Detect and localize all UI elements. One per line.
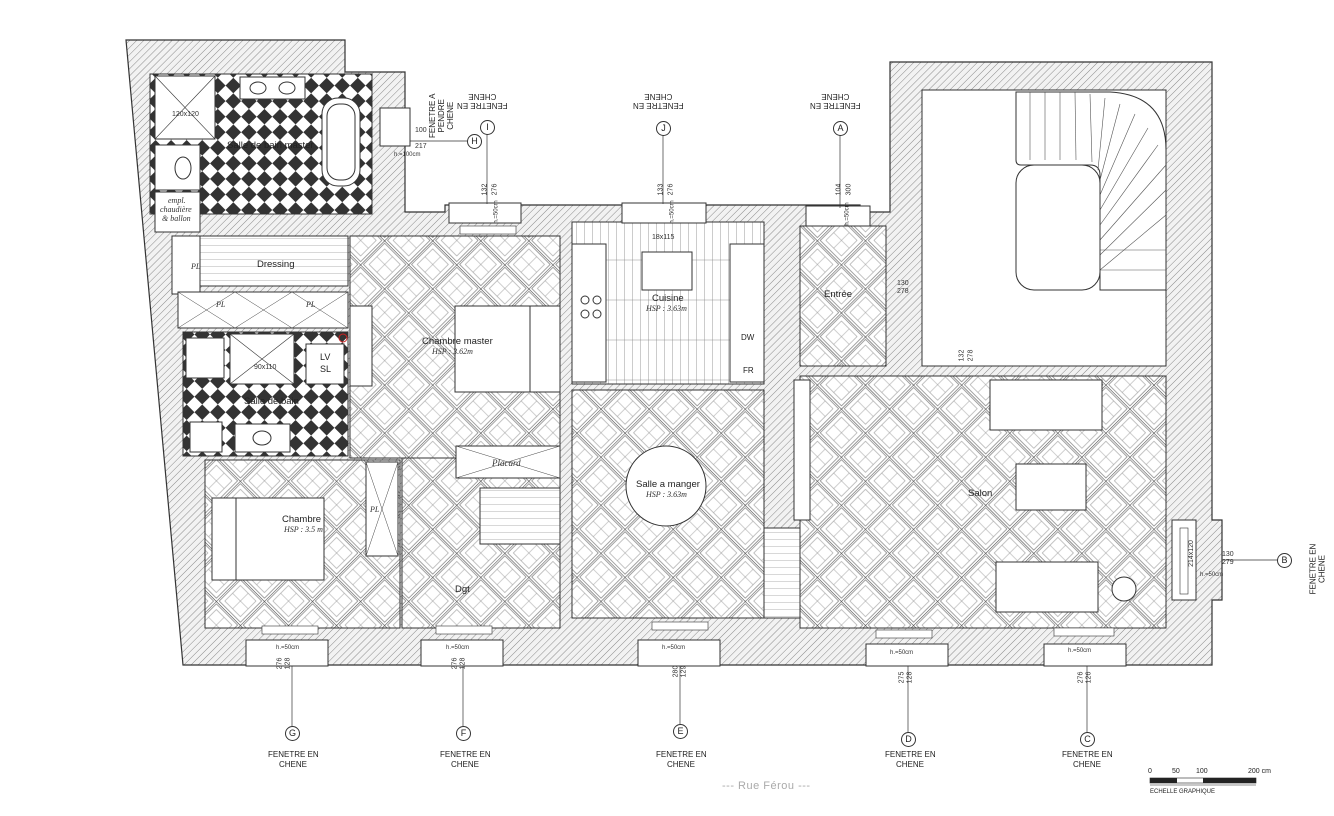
window-b-w: 130 bbox=[1222, 551, 1234, 558]
entree-dim-w: 130 bbox=[897, 280, 909, 287]
window-g-h: 276 bbox=[276, 657, 284, 670]
graphic-scale bbox=[1149, 777, 1257, 786]
boiler-label-3: & ballon bbox=[162, 214, 191, 223]
axis-marker-b: B bbox=[1277, 553, 1292, 568]
room-label-dgt: Dgt bbox=[455, 584, 470, 595]
window-c-hs: h.=50cm bbox=[1068, 648, 1092, 654]
axis-marker-c: C bbox=[1080, 732, 1095, 747]
door-h-w: 100 bbox=[415, 127, 427, 134]
window-e-hs: h.=50cm bbox=[662, 645, 686, 651]
axis-marker-h: H bbox=[467, 134, 482, 149]
window-c-w: 126 bbox=[1085, 671, 1093, 684]
window-f-hs: h.=50cm bbox=[446, 645, 470, 651]
window-a-w: 104 bbox=[835, 183, 843, 196]
room-label-salon: Salon bbox=[968, 488, 993, 499]
room-hsp-chambre: HSP : 3.5 m bbox=[284, 525, 323, 534]
boiler-label-2: chaudière bbox=[160, 205, 192, 214]
entree-dim-h: 278 bbox=[897, 288, 909, 295]
window-g-w: 128 bbox=[284, 657, 292, 670]
window-j-w: 133 bbox=[657, 183, 665, 196]
boiler-label-1: empl. bbox=[168, 196, 186, 205]
pl-label-4: PL bbox=[370, 505, 380, 514]
room-hsp-chambre-master: HSP : 3.62m bbox=[432, 347, 473, 356]
room-label-chambre-master: Chambre master bbox=[422, 336, 493, 347]
windows-top bbox=[379, 107, 871, 227]
window-i-h: 276 bbox=[491, 183, 499, 196]
red-marker bbox=[338, 333, 348, 343]
scale-tick-200: 200 cm bbox=[1248, 768, 1271, 775]
shower-master-size: 120x120 bbox=[172, 111, 199, 118]
window-j-h: 276 bbox=[667, 183, 675, 196]
stair-dim-h: 278 bbox=[967, 349, 975, 362]
room-label-cuisine: Cuisine bbox=[652, 293, 684, 304]
street-label: --- Rue Férou --- bbox=[722, 780, 811, 792]
window-e-h: 280 bbox=[672, 665, 680, 678]
radiator-b-size: 214x120 bbox=[1187, 540, 1195, 567]
pl-label-3: PL bbox=[191, 262, 201, 271]
window-i-hs: h.=50cm bbox=[493, 200, 500, 224]
window-c-h: 276 bbox=[1077, 671, 1085, 684]
door-h-hs: h.=100cm bbox=[394, 152, 421, 158]
interior-floors bbox=[149, 73, 1197, 629]
window-b-hs: h.=50cm bbox=[1200, 572, 1224, 578]
scale-tick-0: 0 bbox=[1148, 768, 1152, 775]
axis-marker-j: J bbox=[656, 121, 671, 136]
window-e-w: 129 bbox=[680, 665, 688, 678]
fridge-label: FR bbox=[743, 366, 754, 375]
axis-marker-g: G bbox=[285, 726, 300, 741]
window-d-hs: h.=50cm bbox=[890, 650, 914, 656]
dishwasher-label: DW bbox=[741, 333, 755, 342]
window-f-h: 276 bbox=[451, 657, 459, 670]
axis-marker-f: F bbox=[456, 726, 471, 741]
window-d-w: 128 bbox=[906, 671, 914, 684]
room-label-entree: Entrée bbox=[824, 289, 852, 300]
room-label-placard: Placard bbox=[492, 458, 521, 468]
axis-marker-d: D bbox=[901, 732, 916, 747]
sl-label: SL bbox=[320, 364, 332, 374]
room-hsp-salle-a-manger: HSP : 3.63m bbox=[646, 490, 687, 499]
window-a-hs: h.=50cm bbox=[844, 202, 851, 226]
door-h-h: 217 bbox=[415, 143, 427, 150]
radiators bbox=[261, 225, 1189, 639]
window-j-hs: h.=50cm bbox=[669, 200, 676, 224]
axis-lines bbox=[291, 132, 1278, 732]
window-b-h: 279 bbox=[1222, 559, 1234, 566]
window-f-w: 128 bbox=[459, 657, 467, 670]
room-label-salle-de-bain-master: Salle de bain master bbox=[227, 140, 314, 151]
windows-bottom bbox=[245, 639, 1127, 667]
kitchen-table-size: 18x115 bbox=[652, 234, 675, 241]
room-label-dressing: Dressing bbox=[257, 259, 295, 270]
scale-tick-100: 100 bbox=[1196, 768, 1208, 775]
room-label-salle-de-bain: Salle de bain bbox=[244, 396, 299, 407]
pl-label-1: PL bbox=[216, 300, 226, 309]
axis-marker-a: A bbox=[833, 121, 848, 136]
window-g-hs: h.=50cm bbox=[276, 645, 300, 651]
shower-small-size: 90x110 bbox=[254, 364, 277, 371]
room-hsp-cuisine: HSP : 3.63m bbox=[646, 304, 687, 313]
window-a-h: 300 bbox=[845, 183, 853, 196]
room-label-chambre: Chambre bbox=[282, 514, 322, 525]
pl-label-2: PL bbox=[306, 300, 316, 309]
scale-caption: ECHELLE GRAPHIQUE bbox=[1150, 789, 1216, 795]
room-label-salle-a-manger: Salle a manger bbox=[636, 479, 700, 490]
lv-label: LV bbox=[320, 352, 331, 362]
axis-marker-e: E bbox=[673, 724, 688, 739]
stair-dim-w: 132 bbox=[958, 349, 966, 362]
axis-marker-i: I bbox=[480, 120, 495, 135]
scale-tick-50: 50 bbox=[1172, 768, 1180, 775]
window-d-h: 275 bbox=[898, 671, 906, 684]
window-i-w: 132 bbox=[481, 183, 489, 196]
